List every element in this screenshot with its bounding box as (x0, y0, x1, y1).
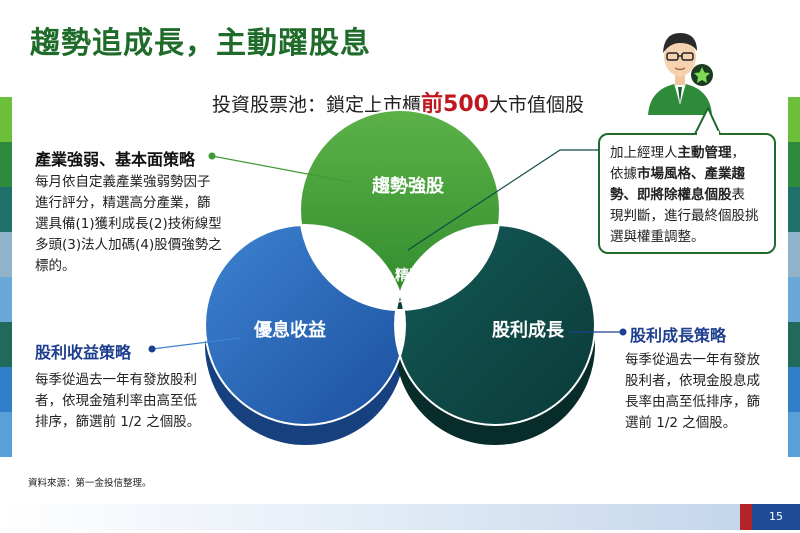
footer-red-block (740, 504, 752, 530)
callout-line-2: 依據市場風格、產業趨 (610, 164, 764, 185)
left-stripe-1 (0, 97, 12, 142)
callout-line-3: 勢、即將除權息個股表 (610, 185, 764, 206)
callout-line-5: 選與權重調整。 (610, 229, 705, 245)
callout-line-3c: 表 (731, 187, 746, 203)
left-stripe-6 (0, 322, 12, 367)
page-title: 趨勢追成長，主動躍股息 (30, 26, 371, 61)
callout-line-4: 現判斷，進行最終個股挑 (610, 208, 759, 224)
right-stripe-4 (788, 232, 800, 277)
callout-line-1: 加上經理人主動管理， (610, 145, 745, 161)
industry-line-1: 每月依自定義產業強弱勢因子 (35, 174, 211, 190)
right-circle-outline (394, 224, 596, 426)
connector-growth-dot (619, 328, 627, 336)
industry-line-4: 多頭(3)法人加碼(4)股價強勢之 (35, 237, 222, 253)
source-note: 資料來源：第一金投信整理。 (28, 478, 152, 489)
industry-line-5: 標的。 (35, 258, 76, 274)
callout-line-2b: 市場風格、產業趨 (637, 166, 745, 182)
venn-center-line2: 投組 (395, 288, 423, 305)
connector-callout (407, 149, 604, 251)
yield-line-3: 排序，篩選前 1/2 之個股。 (35, 414, 201, 430)
growth-line-4: 選前 1/2 之個股。 (625, 415, 737, 431)
yield-strategy-body: 每季從過去一年有發放股利 者，依現金殖利率由高至低 排序，篩選前 1/2 之個股… (35, 370, 215, 433)
subtitle: 投資股票池：鎖定上市櫃前500大市值個股 (212, 86, 584, 118)
right-stripe-7 (788, 367, 800, 412)
footer-blue-block (752, 504, 800, 530)
venn-center-line1: 精選 (395, 267, 423, 284)
subtitle-suffix: 大市值個股 (488, 94, 584, 116)
growth-line-1: 每季從過去一年有發放 (625, 352, 760, 368)
callout-line-2a: 依據 (610, 166, 637, 182)
subtitle-emphasis: 前500 (421, 92, 489, 117)
venn-left-label: 優息收益 (253, 319, 326, 341)
right-stripe-3 (788, 187, 800, 232)
callout-line-1a: 加上經理人 (610, 145, 678, 161)
page-number: 15 (769, 510, 783, 523)
connector-yield (151, 337, 241, 350)
right-stripe-6 (788, 322, 800, 367)
left-stripe-7 (0, 367, 12, 412)
footer-bar (0, 504, 740, 530)
left-circle-outline (204, 224, 406, 426)
top-right-overlap (395, 225, 500, 310)
venn-right-label: 股利成長 (491, 319, 565, 341)
growth-line-2: 股利者，依現金股息成 (625, 373, 760, 389)
growth-line-3: 長率由高至低排序，篩 (625, 394, 760, 410)
right-stripe-1 (788, 97, 800, 142)
top-left-overlap (300, 225, 405, 310)
yield-strategy-title: 股利收益策略 (35, 343, 132, 362)
left-stripe-5 (0, 277, 12, 322)
manager-avatar-icon (648, 33, 713, 115)
left-stripe-3 (0, 187, 12, 232)
connector-industry-dot (208, 152, 216, 160)
growth-strategy-title: 股利成長策略 (630, 326, 727, 345)
subtitle-prefix: 投資股票池：鎖定上市櫃 (212, 94, 422, 116)
top-circle-outline (299, 109, 501, 311)
connector-yield-dot (148, 345, 156, 353)
left-stripe-4 (0, 232, 12, 277)
connector-industry (211, 155, 351, 183)
right-stripe-8 (788, 412, 800, 457)
industry-strategy-body: 每月依自定義產業強弱勢因子 進行評分，精選高分產業，篩 選具備(1)獲利成長(2… (35, 172, 225, 277)
industry-line-3: 選具備(1)獲利成長(2)技術線型 (35, 216, 222, 232)
growth-strategy-body: 每季從過去一年有發放 股利者，依現金股息成 長率由高至低排序，篩 選前 1/2 … (625, 350, 775, 434)
industry-line-2: 進行評分，精選高分產業，篩 (35, 195, 211, 211)
industry-strategy-title: 產業強弱、基本面策略 (35, 150, 196, 169)
left-stripe-2 (0, 142, 12, 187)
left-stripe-8 (0, 412, 12, 457)
callout-line-1b: 主動管理 (677, 145, 732, 161)
yield-line-2: 者，依現金殖利率由高至低 (35, 393, 197, 409)
manager-callout: 加上經理人主動管理， 依據市場風格、產業趨 勢、即將除權息個股表 現判斷，進行最… (598, 133, 776, 254)
callout-line-3b: 勢、即將除權息個股 (610, 187, 732, 203)
venn-top-label: 趨勢強股 (371, 175, 445, 197)
yield-line-1: 每季從過去一年有發放股利 (35, 372, 197, 388)
right-stripe-5 (788, 277, 800, 322)
callout-tail-cover (697, 131, 719, 136)
right-stripe-2 (788, 142, 800, 187)
